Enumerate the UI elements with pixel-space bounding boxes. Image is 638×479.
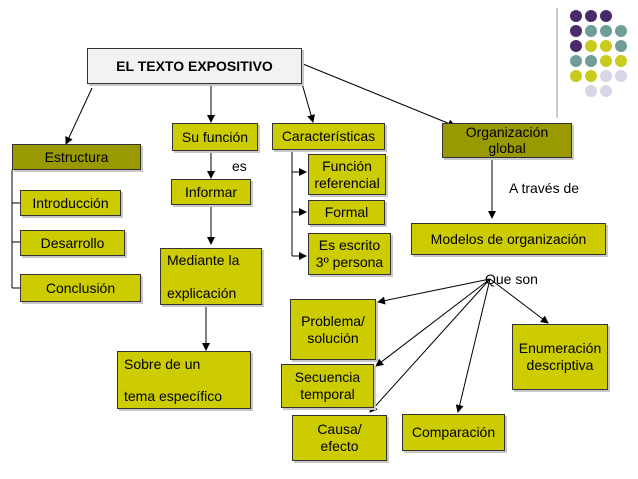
decor-dot xyxy=(585,85,597,97)
node-introduccion: Introducción xyxy=(20,190,121,216)
node-caracteristicas: Características xyxy=(272,123,385,150)
arrow-title-estructura xyxy=(65,87,93,145)
node-causa-efecto: Causa/ efecto xyxy=(292,415,387,461)
title-box: EL TEXTO EXPOSITIVO xyxy=(87,48,302,84)
node-conclusion: Conclusión xyxy=(20,274,141,302)
node-estructura: Estructura xyxy=(12,144,141,170)
node-modelos: Modelos de organización xyxy=(411,223,606,255)
decor-dot xyxy=(600,70,612,82)
node-secuencia-temporal: Secuencia temporal xyxy=(281,364,374,408)
decor-dot xyxy=(615,40,627,52)
arrow-causa xyxy=(369,278,491,413)
decor-dot xyxy=(600,25,612,37)
node-mediante: Mediante la explicación xyxy=(160,248,262,305)
connector-es: es xyxy=(232,158,247,174)
decor-dot xyxy=(615,70,627,82)
arrow-title-organizacion xyxy=(302,63,456,128)
connector-que-son: Que son xyxy=(485,271,538,287)
node-informar: Informar xyxy=(171,179,251,205)
arrow-comparacion xyxy=(455,278,491,413)
node-su-funcion: Su función xyxy=(172,123,258,151)
arrow-problema xyxy=(377,278,491,305)
decor-dot xyxy=(570,40,582,52)
decor-dot xyxy=(570,70,582,82)
decor-dot xyxy=(570,25,582,37)
decor-dot xyxy=(585,55,597,67)
decor-dot xyxy=(570,55,582,67)
decor-dot xyxy=(585,25,597,37)
arrow-title-caracteristicas xyxy=(300,79,315,123)
connector-a-traves-de: A través de xyxy=(509,180,580,196)
decor-dot xyxy=(585,70,597,82)
node-formal: Formal xyxy=(308,200,385,225)
decor-dot xyxy=(600,10,612,22)
node-funcion-referencial: Función referencial xyxy=(308,154,386,195)
node-organizacion-global: Organización global xyxy=(442,123,572,158)
node-desarrollo: Desarrollo xyxy=(20,230,125,256)
decor-dot xyxy=(600,85,612,97)
node-es-escrito: Es escrito 3º persona xyxy=(308,233,391,275)
decor-dot xyxy=(570,10,582,22)
decor-dot xyxy=(615,55,627,67)
node-sobre: Sobre de un tema específico xyxy=(117,351,251,409)
arrow-secuencia xyxy=(375,278,491,367)
node-problema-solucion: Problema/ solución xyxy=(290,299,376,360)
arrow-enumeracion xyxy=(489,278,549,324)
node-enumeracion-descriptiva: Enumeración descriptiva xyxy=(512,324,608,390)
decor-dot xyxy=(600,40,612,52)
decor-dot xyxy=(585,10,597,22)
decor-dot xyxy=(615,25,627,37)
node-comparacion: Comparación xyxy=(402,414,505,451)
decor-dot xyxy=(585,40,597,52)
decor-dot xyxy=(600,55,612,67)
